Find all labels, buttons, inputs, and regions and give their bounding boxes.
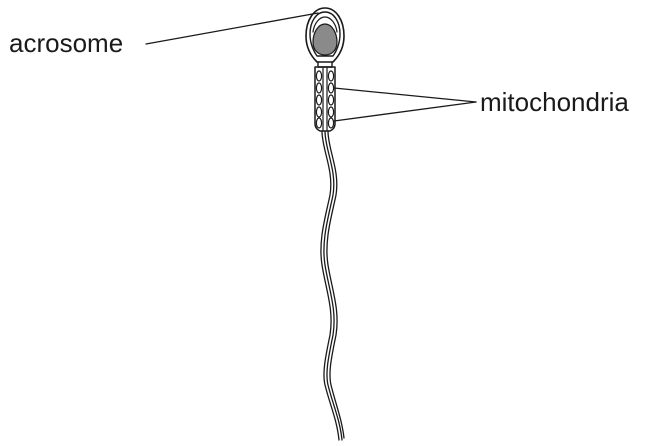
mitochondria-right [328,71,333,128]
mitochondria-label: mitochondria [480,89,629,115]
mitochondria-left [316,71,321,128]
nucleus [313,24,337,55]
midpiece-outline [315,67,335,131]
axoneme-core [323,68,327,130]
acrosome-label: acrosome [9,30,123,56]
acrosome-leader-line [146,13,318,44]
mitochondria-leader-line-upper [334,88,476,102]
flagellum [321,131,344,440]
mitochondria-leader-line-lower [334,102,476,121]
